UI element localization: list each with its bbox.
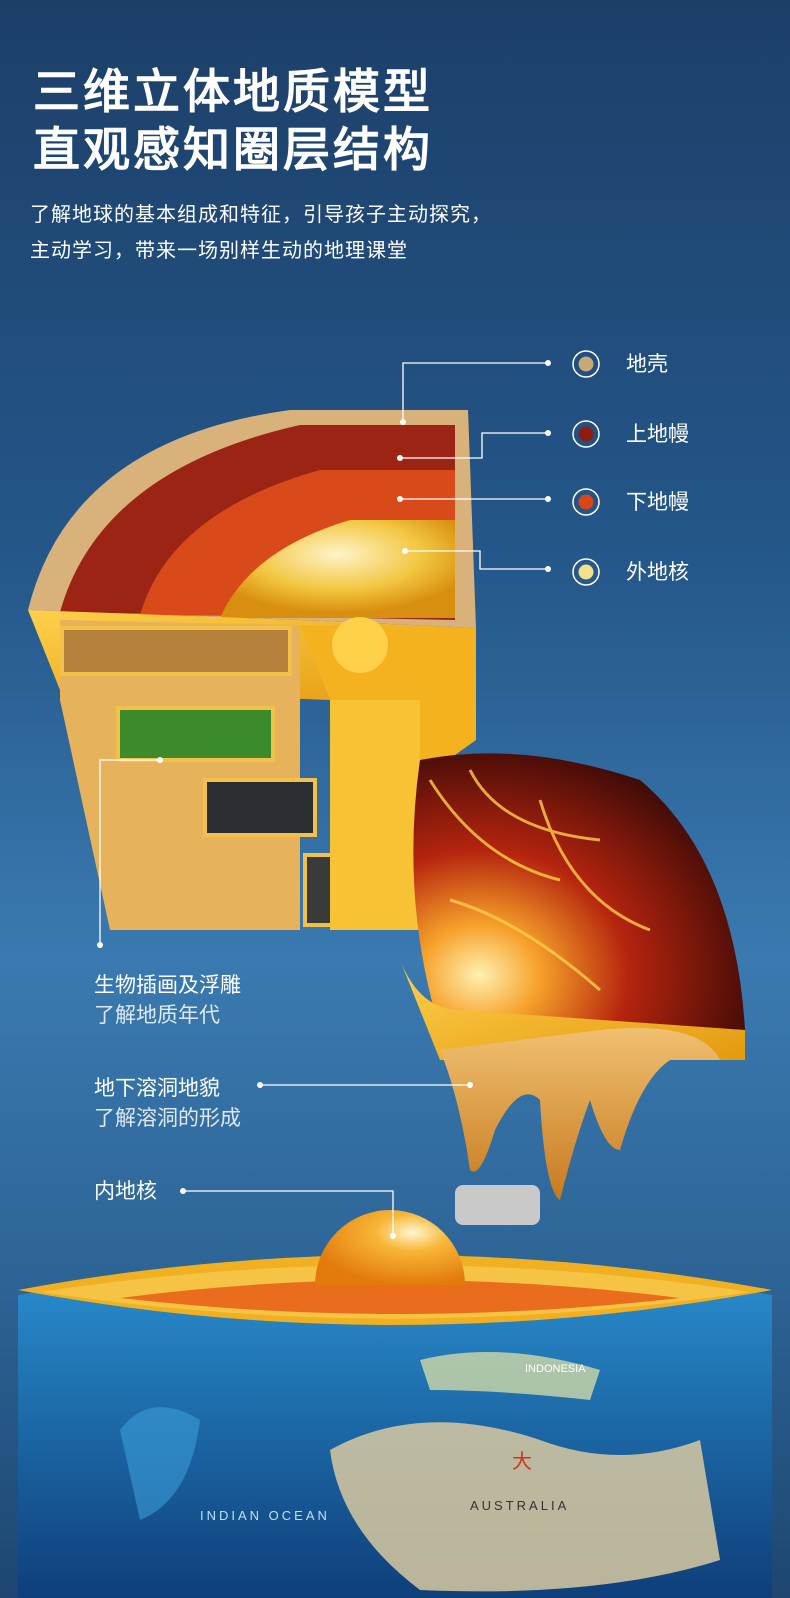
label-australia: AUSTRALIA <box>470 1498 569 1513</box>
layer-label-outer-core: 外地核 <box>626 560 689 584</box>
outer-core-swatch-icon <box>572 558 600 586</box>
label-indian-ocean: INDIAN OCEAN <box>200 1508 330 1523</box>
feature-caves-subtitle: 了解溶洞的形成 <box>94 1106 241 1130</box>
lower-mantle-swatch-icon <box>572 488 600 516</box>
leader-lines <box>99 362 548 1236</box>
crust-swatch-icon <box>572 350 600 378</box>
feature-caves-title: 地下溶洞地貌 <box>94 1076 220 1100</box>
subtitle-line-1: 了解地球的基本组成和特征，引导孩子主动探究， <box>30 202 492 226</box>
layer-label-crust: 地壳 <box>626 352 668 376</box>
title-line-2: 直观感知圈层结构 <box>33 123 433 178</box>
upper-mantle-swatch-icon <box>572 420 600 448</box>
globe-hemisphere: INDONESIA AUSTRALIA INDIAN OCEAN 大 <box>18 1210 772 1598</box>
label-indonesia: INDONESIA <box>525 1363 586 1375</box>
feature-inner-core: 内地核 <box>94 1179 157 1203</box>
feature-fossils: 生物插画及浮雕 了解地质年代 <box>94 970 241 1030</box>
subtitle-line-2: 主动学习，带来一场别样生动的地理课堂 <box>30 238 408 262</box>
label-da: 大 <box>512 1449 532 1473</box>
feature-fossils-title: 生物插画及浮雕 <box>94 973 241 997</box>
feature-fossils-subtitle: 了解地质年代 <box>94 1003 220 1027</box>
upper-wedge <box>28 410 476 930</box>
feature-caves: 地下溶洞地貌 了解溶洞的形成 <box>94 1073 241 1133</box>
page-subtitle: 了解地球的基本组成和特征，引导孩子主动探究， 主动学习，带来一场别样生动的地理课… <box>30 196 492 268</box>
layer-label-upper-mantle: 上地幔 <box>626 422 689 446</box>
title-line-1: 三维立体地质模型 <box>33 65 433 120</box>
lower-wedge <box>400 753 745 1225</box>
leader-dots <box>97 360 551 1239</box>
page-title: 三维立体地质模型 直观感知圈层结构 <box>33 64 433 180</box>
layer-label-lower-mantle: 下地幔 <box>626 490 689 514</box>
